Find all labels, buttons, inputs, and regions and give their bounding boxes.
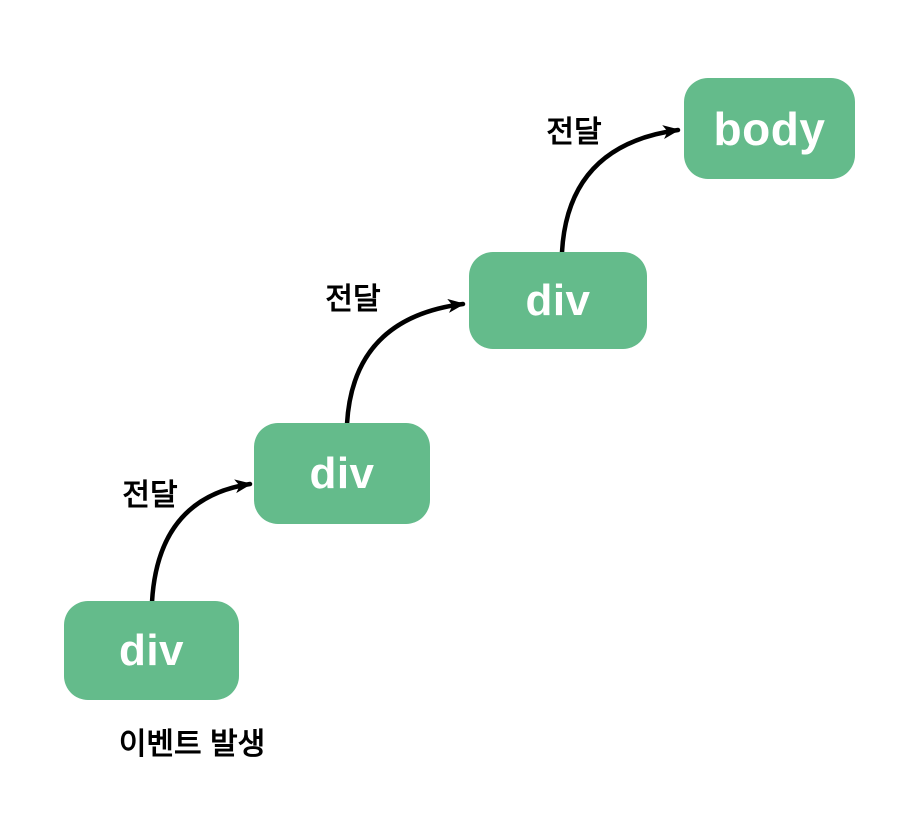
arrow-div2-to-div3 xyxy=(344,298,466,427)
arrow-label-2: 전달 xyxy=(325,283,381,316)
node-div-2-label: div xyxy=(309,448,375,498)
arrow-label-1: 전달 xyxy=(122,479,178,512)
node-div-3-label: div xyxy=(525,275,591,325)
node-body-label: body xyxy=(713,102,826,155)
node-body: body xyxy=(684,78,855,179)
node-div-1-label: div xyxy=(118,625,185,675)
node-div-3: div xyxy=(469,252,647,349)
node-div-1: div xyxy=(64,601,239,700)
arrow-label-3: 전달 xyxy=(546,116,602,149)
node-div-2: div xyxy=(254,423,430,524)
event-origin-caption: 이벤트 발생 xyxy=(118,728,266,761)
